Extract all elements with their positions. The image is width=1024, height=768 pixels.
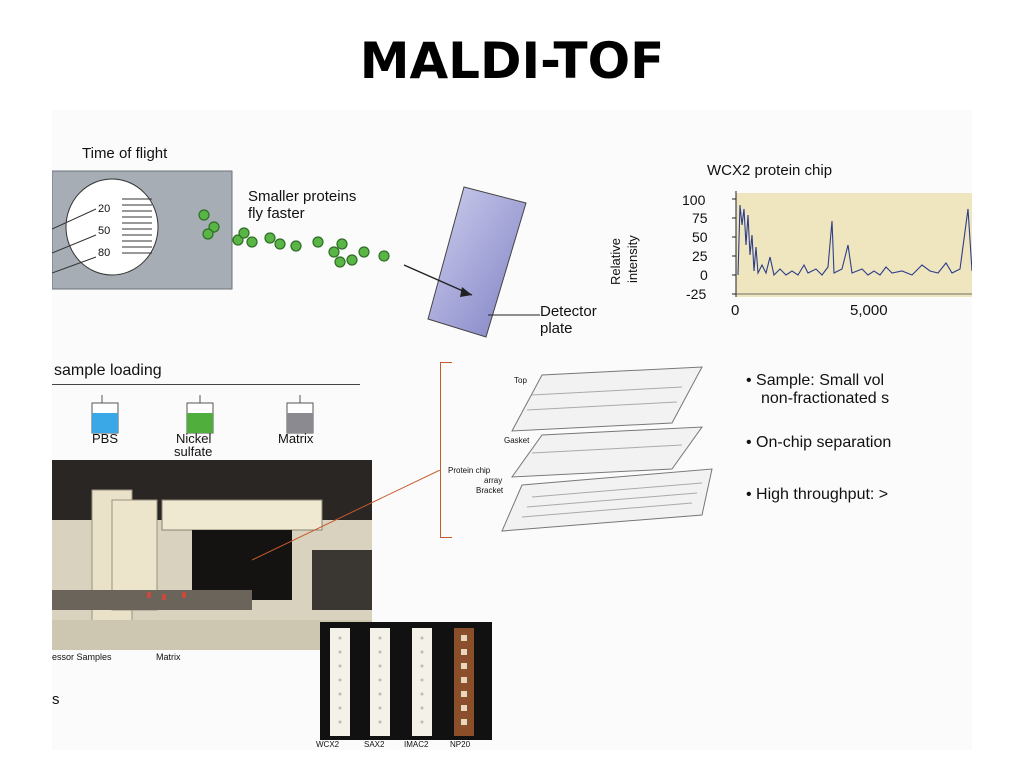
chip-label-np20: NP20 (450, 740, 471, 749)
chip-exploded-view (501, 366, 713, 532)
bottle-sulfate-label: sulfate (174, 444, 213, 459)
spectrum-plot (732, 191, 972, 297)
bullet-2: • On-chip separation (746, 434, 892, 451)
chip-array-label-2: array (484, 476, 503, 485)
bottles (91, 395, 314, 434)
flight-tube (52, 170, 233, 290)
protein-particles (198, 209, 390, 268)
chip-gasket-label: Gasket (504, 436, 530, 445)
partial-letter: s (52, 691, 60, 708)
ytick-25: 25 (692, 248, 708, 264)
fly-faster-label: fly faster (248, 205, 305, 222)
scale-50: 50 (98, 225, 111, 237)
bottle-nickel-label: Nickel (176, 431, 212, 446)
chip-label-sax2: SAX2 (364, 740, 385, 749)
bottle-pbs-label: PBS (92, 431, 119, 446)
ytick-100: 100 (682, 192, 706, 208)
caption-samples: essor Samples (52, 652, 112, 662)
ytick-50: 50 (692, 229, 708, 245)
xtick-5000: 5,000 (850, 302, 888, 319)
page-title: MALDI-TOF (359, 32, 665, 90)
scanned-figure: Time of flight 20 50 80 Smaller proteins… (52, 110, 972, 750)
connector-line (252, 470, 441, 561)
ytick-0: 0 (700, 267, 708, 283)
detector-label: Detector (540, 303, 597, 320)
xtick-0: 0 (731, 302, 740, 319)
heading-rule (52, 384, 360, 385)
chip-strips (320, 622, 492, 740)
bottle-matrix-label: Matrix (278, 431, 314, 446)
chip-array-label-1: Protein chip (448, 466, 491, 475)
ylabel-intensity: intensity (625, 235, 640, 283)
instrument-photo (52, 460, 372, 650)
smaller-proteins-label: Smaller proteins (248, 188, 357, 205)
caption-matrix: Matrix (156, 652, 181, 662)
bullet-1-cont: non-fractionated s (761, 390, 890, 407)
plate-label: plate (540, 320, 573, 337)
scale-80: 80 (98, 247, 111, 259)
chip-label-wcx2: WCX2 (316, 740, 340, 749)
ylabel-relative: Relative (608, 238, 623, 285)
bracket-line (440, 362, 441, 537)
chip-label-imac2: IMAC2 (404, 740, 429, 749)
chip-bracket-label: Bracket (476, 486, 504, 495)
sample-loading-heading: sample loading (54, 362, 162, 379)
spectrum-title: WCX2 protein chip (707, 162, 833, 179)
ytick-minus25: -25 (686, 286, 707, 302)
scale-20: 20 (98, 203, 111, 215)
tof-heading: Time of flight (82, 145, 168, 162)
chip-top-label: Top (514, 376, 527, 385)
ytick-75: 75 (692, 210, 708, 226)
detector-plate (403, 186, 540, 338)
bullet-3: • High throughput: > (746, 486, 889, 503)
bullet-1: • Sample: Small vol (746, 372, 885, 389)
